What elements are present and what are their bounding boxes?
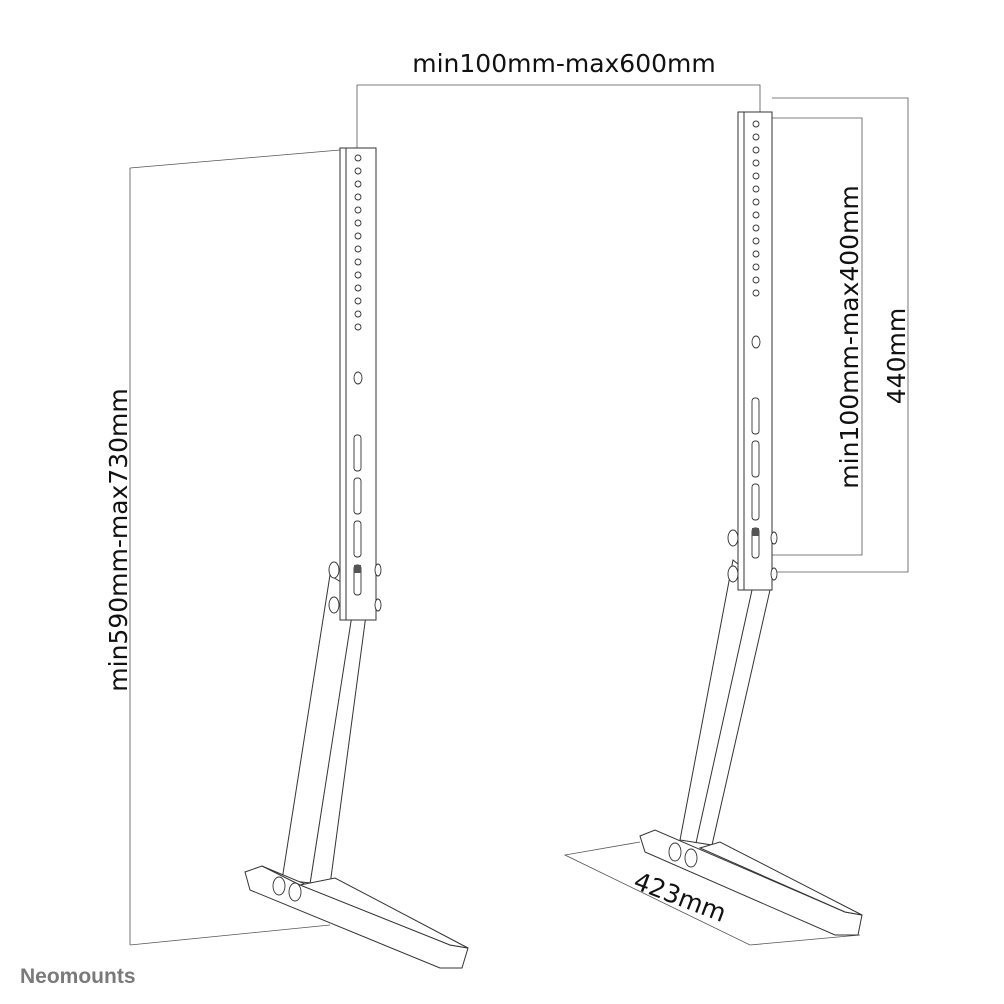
right-upright-holes xyxy=(727,120,778,583)
neomounts-logo: Neomounts xyxy=(20,965,136,988)
left-upright-holes xyxy=(328,154,382,614)
dimension-lines xyxy=(129,84,909,946)
left-stand xyxy=(244,147,469,969)
vesa-range-dimension-label: min100mm-max400mm xyxy=(835,185,864,488)
width-dimension-label: min100mm-max600mm xyxy=(412,49,715,78)
right-stand xyxy=(639,111,863,936)
bracket-height-dimension-label: 440mm xyxy=(882,308,911,404)
height-dimension-label: min590mm-max730mm xyxy=(104,388,133,691)
